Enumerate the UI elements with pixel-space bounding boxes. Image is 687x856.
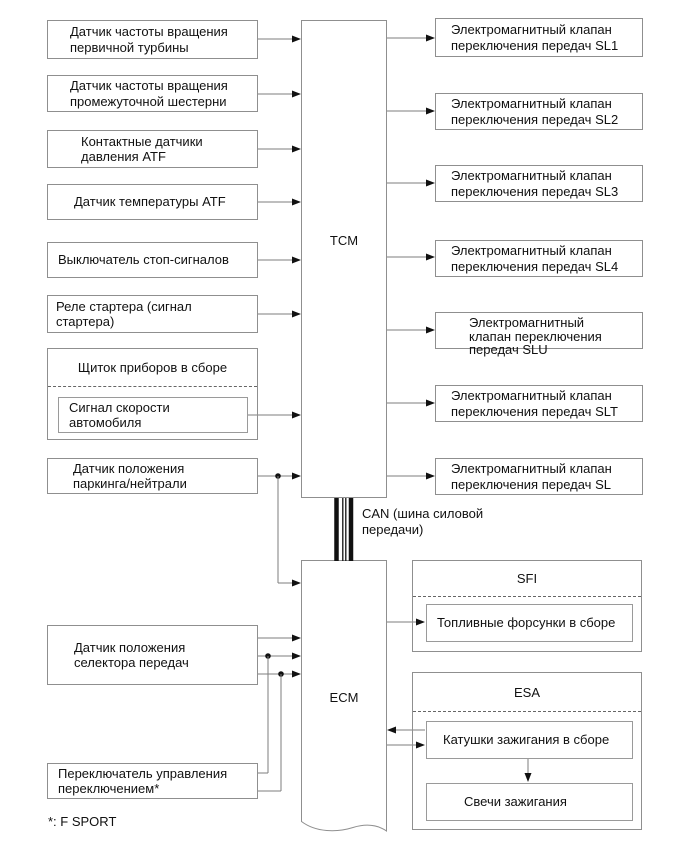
input-turbine-speed-sensor-label: Датчик частоты вращения первичной турбин… xyxy=(70,24,228,55)
instrument-cluster-header: Щиток приборов в сборе xyxy=(48,349,257,386)
input-starter-relay-label: Реле стартера (сигнал стартера) xyxy=(56,298,192,330)
output-solenoid-sl-label: Электромагнитный клапан переключения пер… xyxy=(451,461,612,492)
esa-header-label: ESA xyxy=(513,684,540,700)
input-turbine-speed-sensor-box: Датчик частоты вращения первичной турбин… xyxy=(47,20,258,59)
sfi-header-label: SFI xyxy=(516,571,538,586)
instrument-cluster-divider xyxy=(48,386,257,387)
output-solenoid-sl1-box: Электромагнитный клапан переключения пер… xyxy=(435,18,643,57)
sfi-divider xyxy=(413,596,641,597)
input-atf-temp-sensor-label: Датчик температуры ATF xyxy=(74,194,226,210)
input-shift-control-switch-label: Переключатель управления переключением* xyxy=(58,765,228,797)
output-solenoid-sl2-label: Электромагнитный клапан переключения пер… xyxy=(451,96,619,127)
esa-header: ESA xyxy=(413,673,641,711)
ignition-coils-box: Катушки зажигания в сборе xyxy=(426,721,633,759)
input-stop-light-switch-label: Выключатель стоп-сигналов xyxy=(58,252,229,268)
output-solenoid-slt-label: Электромагнитный клапан переключения пер… xyxy=(451,388,618,419)
ecm-label: ECM xyxy=(329,690,359,705)
footnote: *: F SPORT xyxy=(48,814,117,829)
ignition-coils-label: Катушки зажигания в сборе xyxy=(443,732,610,748)
output-solenoid-sl-box: Электромагнитный клапан переключения пер… xyxy=(435,458,643,495)
input-stop-light-switch-box: Выключатель стоп-сигналов xyxy=(47,242,258,278)
esa-divider xyxy=(413,711,641,712)
esa-group-box: ESA Катушки зажигания в сборе Свечи зажи… xyxy=(412,672,642,830)
output-solenoid-sl3-label: Электромагнитный клапан переключения пер… xyxy=(451,168,619,199)
output-solenoid-sl4-box: Электромагнитный клапан переключения пер… xyxy=(435,240,643,277)
input-park-neutral-sensor-label: Датчик положения паркинга/нейтрали xyxy=(73,460,187,492)
can-bus-label: CAN (шина силовой передачи) xyxy=(362,506,484,537)
output-solenoid-sl3-box: Электромагнитный клапан переключения пер… xyxy=(435,165,643,202)
tcm-box: TCM xyxy=(301,20,387,498)
input-park-neutral-sensor-box: Датчик положения паркинга/нейтрали xyxy=(47,458,258,494)
spark-plugs-box: Свечи зажигания xyxy=(426,783,633,821)
ecm-box-outline xyxy=(301,560,387,832)
output-solenoid-sl1-label: Электромагнитный клапан переключения пер… xyxy=(451,22,619,53)
instrument-cluster-label: Щиток приборов в сборе xyxy=(77,360,228,375)
input-atf-pressure-switches-label: Контактные датчики давления ATF xyxy=(81,133,203,165)
instrument-cluster-group-box: Щиток приборов в сборе Сигнал скорости а… xyxy=(47,348,258,440)
input-shift-selector-sensor-label: Датчик положения селектора передач xyxy=(74,639,189,671)
output-solenoid-sl4-label: Электромагнитный клапан переключения пер… xyxy=(451,243,619,274)
sfi-group-box: SFI Топливные форсунки в сборе xyxy=(412,560,642,652)
output-solenoid-slu-box: Электромагнитный клапан переключения пер… xyxy=(435,312,643,356)
input-intermediate-gear-speed-sensor-box: Датчик частоты вращения промежуточной ше… xyxy=(47,75,258,112)
input-atf-temp-sensor-box: Датчик температуры ATF xyxy=(47,184,258,220)
can-bus-symbol xyxy=(334,497,354,561)
vehicle-speed-signal-box: Сигнал скорости автомобиля xyxy=(58,397,248,433)
output-solenoid-slt-box: Электромагнитный клапан переключения пер… xyxy=(435,385,643,422)
input-shift-selector-sensor-box: Датчик положения селектора передач xyxy=(47,625,258,685)
output-solenoid-sl2-box: Электромагнитный клапан переключения пер… xyxy=(435,93,643,130)
spark-plugs-label: Свечи зажигания xyxy=(464,794,567,810)
fuel-injectors-box: Топливные форсунки в сборе xyxy=(426,604,633,642)
vehicle-speed-signal-label: Сигнал скорости автомобиля xyxy=(69,399,170,431)
output-solenoid-slu-label: Электромагнитный клапан переключения пер… xyxy=(469,315,602,357)
fuel-injectors-label: Топливные форсунки в сборе xyxy=(437,615,616,631)
tcm-label: TCM xyxy=(329,233,359,248)
input-intermediate-gear-speed-sensor-label: Датчик частоты вращения промежуточной ше… xyxy=(70,78,228,109)
input-starter-relay-box: Реле стартера (сигнал стартера) xyxy=(47,295,258,333)
input-shift-control-switch-box: Переключатель управления переключением* xyxy=(47,763,258,799)
input-atf-pressure-switches-box: Контактные датчики давления ATF xyxy=(47,130,258,168)
sfi-header: SFI xyxy=(413,561,641,596)
